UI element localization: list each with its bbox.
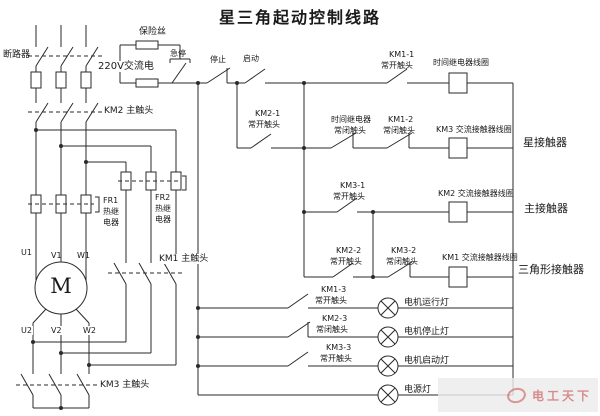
main-contactor-label: 主接触器 [524, 202, 568, 215]
three-phase-lines [35, 25, 87, 47]
watermark-text: 电工天下 [531, 388, 592, 403]
delta-connection-wires [31, 340, 176, 367]
fr1-label-1: FR1 [103, 196, 119, 205]
km2-coil-label: KM2 交流接触器线圈 [438, 189, 514, 198]
delta-branch-staircase [34, 128, 177, 172]
km2-2-label: KM2-2 [336, 246, 362, 255]
terminal-w2: W2 [82, 326, 97, 335]
supply-voltage-label: 220V交流电 [97, 61, 155, 72]
km3-coil-label: KM3 交流接触器线圈 [436, 125, 512, 134]
start-label: 启动 [243, 54, 259, 63]
terminal-u1: U1 [21, 248, 32, 257]
km2-main-contact-symbol [28, 102, 104, 195]
km1-1-type-label: 常开触头 [381, 61, 413, 70]
km1-coil-label: KM1 交流接触器线圈 [442, 253, 518, 262]
km2-3-type-label: 常闭触头 [316, 325, 348, 334]
km2-1-label: KM2-1 [255, 109, 281, 118]
junction-dots [196, 81, 375, 368]
main-fuse-symbols [30, 71, 92, 103]
km3-3-type-label: 常开触头 [320, 354, 352, 363]
time-relay-contact-label: 时间继电器 [331, 115, 371, 124]
lamp-rung-start [198, 351, 513, 377]
km1-main-contact-symbol [108, 190, 182, 365]
vertical-links [236, 83, 374, 277]
km1-3-label: KM1-3 [321, 285, 347, 294]
km3-3-label: KM3-3 [326, 343, 352, 352]
delta-contactor-label: 三角形接触器 [518, 263, 584, 276]
km1-2-label: KM1-2 [388, 115, 414, 124]
fuse-label: 保险丝 [139, 27, 167, 37]
fr2-thermal-relay-symbol [118, 171, 187, 191]
fr2-label-3: 电器 [154, 215, 172, 224]
emergency-stop-button-symbol [169, 58, 191, 84]
motor-letter: M [50, 274, 72, 298]
watermark: 电工天下 [438, 378, 598, 412]
rung1-time-relay [386, 68, 513, 94]
rung4-km1-coil [304, 261, 513, 288]
km3-main-contact-label: KM3 主触头 [100, 380, 150, 390]
rung2-km3-coil [237, 132, 513, 159]
terminal-v2: V2 [50, 326, 63, 335]
km2-3-label: KM2-3 [322, 314, 348, 323]
fr2-label-1: FR2 [154, 193, 172, 202]
power-lamp-label: 电源灯 [404, 385, 432, 395]
fr2-label-2: 热继 [154, 204, 172, 213]
km2-main-contact-label: KM2 主触头 [104, 106, 154, 116]
breaker-label: 断路器 [3, 50, 31, 60]
fr1-thermal-relay-symbol [28, 194, 100, 281]
watermark-logo-icon [505, 385, 528, 405]
stop-lamp-label: 电机停止灯 [404, 327, 450, 337]
km1-2-type-label: 常闭触头 [383, 126, 415, 135]
km2-1-type-label: 常开触头 [248, 120, 280, 129]
lamp-rung-run [198, 293, 513, 319]
time-relay-coil-label: 时间继电器线圈 [433, 58, 489, 67]
star-contactor-label: 星接触器 [523, 136, 567, 149]
terminal-w1: W1 [77, 251, 90, 260]
fr1-label-3: 电器 [103, 218, 119, 227]
rung3-km2-coil [304, 197, 513, 223]
km2-2-type-label: 常开触头 [330, 257, 362, 266]
stop-button-symbol [206, 67, 245, 84]
terminal-v1: V1 [51, 251, 62, 260]
page-title: 星三角起动控制线路 [218, 8, 381, 27]
km3-2-label: KM3-2 [391, 246, 417, 255]
stop-label: 停止 [210, 55, 226, 64]
km3-2-type-label: 常闭触头 [386, 257, 418, 266]
km1-main-contact-label: KM1 主触头 [158, 254, 210, 264]
terminal-u2: U2 [20, 326, 33, 335]
km3-1-type-label: 常开触头 [333, 192, 365, 201]
km1-3-type-label: 常开触头 [315, 296, 347, 305]
lamp-rung-stop [198, 321, 513, 348]
km1-1-label: KM1-1 [389, 50, 415, 59]
time-relay-contact-type-label: 常闭触头 [334, 126, 366, 135]
km3-1-label: KM3-1 [340, 181, 366, 190]
km3-main-contact-symbol [16, 342, 97, 410]
estop-label: 急停 [170, 49, 186, 58]
fr1-label-2: 热继 [103, 207, 119, 216]
circuit-breaker-symbol [28, 46, 104, 72]
start-button-symbol [244, 68, 387, 84]
start-lamp-label: 电机启动灯 [404, 356, 450, 366]
run-lamp-label: 电机运行灯 [404, 298, 450, 308]
